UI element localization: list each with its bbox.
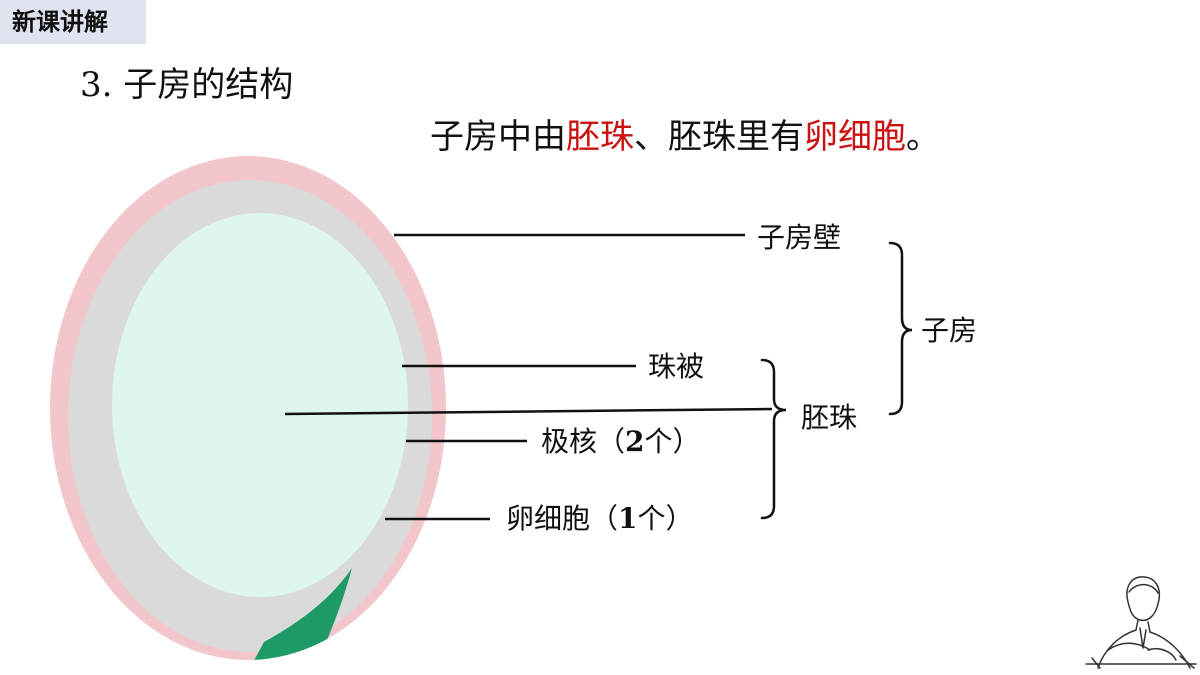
label-ovary: 子房 [921,314,978,347]
egg-cell-close: ） [665,502,694,535]
label-ovule: 胚珠 [801,401,858,434]
intro-text-1: 子房中由 [430,117,566,157]
polar-nuclei-unit: 个 [644,425,673,458]
polar-nuclei-close: ） [672,425,701,458]
label-polar-nuclei: 极核（2个） [541,424,701,460]
egg-cell-open: （ [590,502,619,535]
polar-nuclei-count: 2 [625,425,645,458]
embryo-sac [112,213,408,597]
brace-ovule [760,358,787,520]
polar-nuclei-name: 极核 [541,425,598,458]
teacher-sketch-icon [1085,576,1197,669]
intro-text-2: 、胚珠里有 [634,117,804,157]
section-title: 3. 子房的结构 [80,65,294,105]
leader-line-ovule [284,407,773,416]
label-egg-cell: 卵细胞（1个） [506,501,694,537]
egg-cell-name: 卵细胞 [506,502,591,535]
intro-text-3: 。 [906,117,940,157]
brace-ovary [888,241,913,416]
intro-highlight-ovule: 胚珠 [566,117,634,157]
micropyle-region [250,568,352,660]
label-ovary-wall: 子房壁 [757,221,842,254]
intro-highlight-egg-cell: 卵细胞 [804,117,906,157]
lesson-badge: 新课讲解 [0,0,146,44]
egg-cell-unit: 个 [637,502,666,535]
egg-cell-count: 1 [618,502,638,535]
polar-nuclei-open: （ [597,425,626,458]
label-integument: 珠被 [648,350,705,383]
intro-sentence: 子房中由胚珠、胚珠里有卵细胞。 [430,114,940,160]
